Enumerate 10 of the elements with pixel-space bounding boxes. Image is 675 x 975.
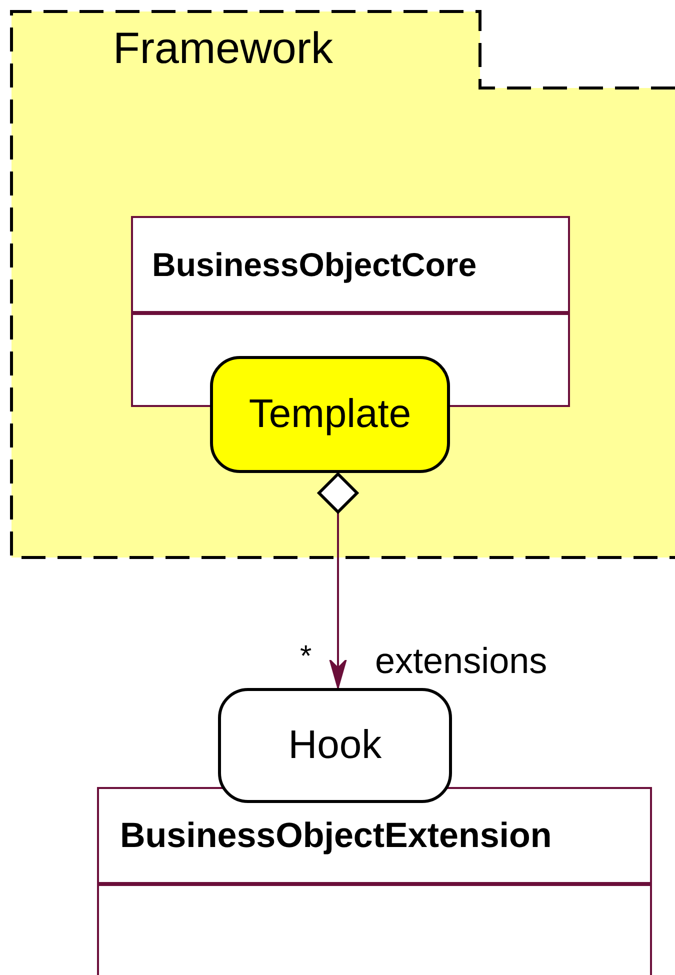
rounded-box: Hook (218, 688, 452, 803)
class-name: BusinessObjectCore (152, 246, 477, 284)
class-box (97, 787, 652, 975)
multiplicity-label: * (300, 640, 312, 674)
class-name: BusinessObjectExtension (120, 816, 552, 856)
package-frame (10, 10, 675, 559)
edge-label: extensions (375, 640, 548, 682)
aggregation-arrow (318, 472, 358, 689)
rounded-box: Template (210, 356, 450, 473)
package-name: Framework (113, 24, 334, 74)
